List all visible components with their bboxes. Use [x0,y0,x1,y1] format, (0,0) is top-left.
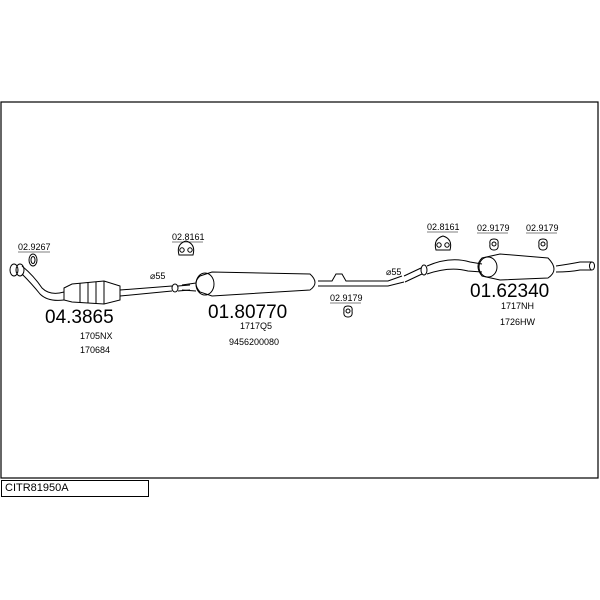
accessory-label-clamp-middle: 02.8161 [172,232,205,242]
clamp-icon [434,235,452,251]
rear-silencer-drawing [403,253,595,283]
rubber-hanger-icon [489,238,499,251]
diagram-frame [0,101,599,479]
part-ref-rear-silencer-1: 1717NH [501,301,534,311]
accessory-label-gasket-front: 02.9267 [18,242,51,252]
diameter-label-rear: ⌀55 [386,267,401,277]
part-ref-middle-silencer-2: 9456200080 [229,337,279,347]
part-ref-front-pipe-2: 170684 [80,345,110,355]
accessory-label-hanger-middle: 02.9179 [330,293,363,303]
rubber-hanger-icon [538,238,548,251]
accessory-label-hanger-rear-2: 02.9179 [526,223,559,233]
diagram-code: CITR81950A [1,480,149,497]
part-ref-front-pipe-1: 1705NX [80,331,113,341]
front-pipe-drawing [9,263,191,305]
part-number-middle-silencer: 01.80770 [208,302,287,323]
accessory-label-clamp-rear: 02.8161 [427,222,460,232]
part-ref-middle-silencer-1: 1717Q5 [240,321,272,331]
accessory-label-hanger-rear-1: 02.9179 [477,223,510,233]
diameter-label-front: ⌀55 [150,271,165,281]
part-number-rear-silencer: 01.62340 [470,281,549,302]
middle-silencer-drawing [181,271,405,297]
rubber-hanger-icon [343,305,353,318]
gasket-icon [28,253,38,267]
part-ref-rear-silencer-2: 1726HW [500,317,536,327]
clamp-icon [177,240,195,256]
part-number-front-pipe: 04.3865 [45,307,114,328]
